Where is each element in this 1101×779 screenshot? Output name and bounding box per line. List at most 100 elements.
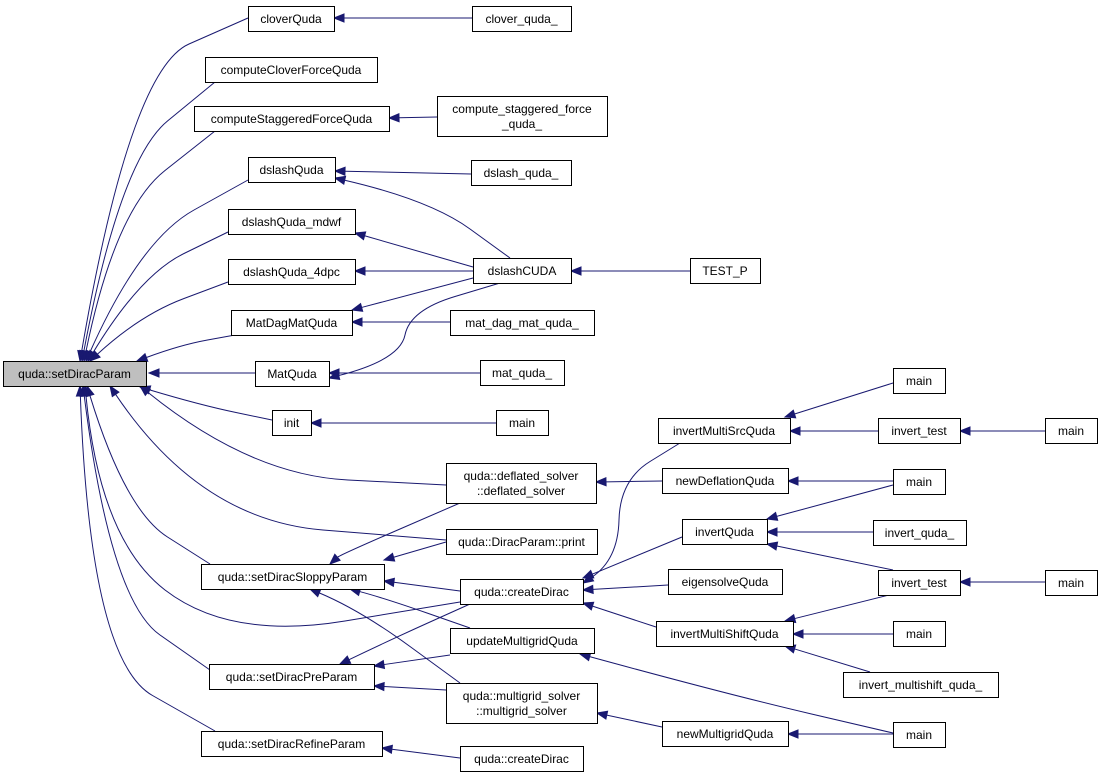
graph-node-compute-staggered-force-quda[interactable]: compute_staggered_force_quda_ [437, 96, 608, 137]
edge-line [794, 593, 894, 620]
graph-node-main-c[interactable]: main [893, 621, 946, 647]
graph-node-deflated-solver[interactable]: quda::deflated_solver::deflated_solver [446, 463, 597, 504]
graph-node-updatemultigridquda[interactable]: updateMultigridQuda [450, 628, 595, 654]
graph-node-invertmultishiftquda[interactable]: invertMultiShiftQuda [656, 621, 794, 647]
call-edge [958, 426, 1045, 436]
graph-node-invert-test-a[interactable]: invert_test [878, 418, 961, 444]
call-edge [328, 502, 461, 565]
arrowhead-icon [765, 527, 778, 537]
call-edge [85, 384, 211, 565]
call-edge [382, 541, 447, 562]
node-label: mat_quda_ [492, 366, 552, 380]
node-label: main [906, 627, 932, 641]
graph-node-dslashquda-mdwf[interactable]: dslashQuda_mdwf [228, 209, 356, 235]
edge-line [391, 748, 461, 759]
arrowhead-icon [765, 541, 779, 551]
graph-node-multigrid-solver[interactable]: quda::multigrid_solver::multigrid_solver [446, 683, 598, 724]
call-edge [109, 384, 447, 541]
graph-node-setdiracsloppyparam[interactable]: quda::setDiracSloppyParam [201, 564, 385, 590]
call-edge [958, 577, 1045, 587]
edge-line [776, 484, 894, 517]
node-box [194, 106, 390, 132]
node-label: dslash_quda_ [484, 166, 559, 180]
edge-line [348, 603, 471, 661]
node-box [873, 520, 967, 546]
graph-node-dslash-quda[interactable]: dslash_quda_ [471, 160, 572, 186]
node-label: quda::deflated_solver [464, 469, 579, 483]
graph-node-main-f[interactable]: main [893, 722, 946, 748]
graph-node-invertmultisrcquda[interactable]: invertMultiSrcQuda [658, 418, 791, 444]
arrowhead-icon [333, 166, 346, 176]
arrowhead-icon [380, 744, 393, 754]
graph-node-newdeflationquda[interactable]: newDeflationQuda [662, 468, 789, 494]
graph-node-main-init[interactable]: main [496, 410, 549, 436]
node-label: computeCloverForceQuda [221, 63, 362, 77]
graph-node-main-b[interactable]: main [893, 469, 946, 495]
graph-node-invert-multishift-quda[interactable]: invert_multishift_quda_ [843, 672, 999, 698]
graph-node-init[interactable]: init [272, 410, 312, 436]
graph-node-cloverquda[interactable]: cloverQuda [248, 6, 335, 32]
edge-line [81, 17, 249, 352]
call-edge [333, 166, 472, 176]
graph-node-dslashquda[interactable]: dslashQuda [248, 157, 336, 183]
graph-node-mat-quda[interactable]: mat_quda_ [480, 360, 565, 386]
arrowhead-icon [332, 13, 345, 23]
node-box [446, 463, 597, 504]
node-box [201, 731, 383, 757]
edge-line [146, 334, 236, 358]
node-label: quda::DiracParam::print [458, 535, 585, 549]
graph-node-eigensolvequda[interactable]: eigensolveQuda [668, 569, 783, 595]
call-edge [387, 113, 438, 123]
node-label: main [509, 416, 535, 430]
graph-node-computestaggeredforcequda[interactable]: computeStaggeredForceQuda [194, 106, 390, 132]
graph-node-computecloverforcequda[interactable]: computeCloverForceQuda [205, 57, 378, 83]
arrowhead-icon [135, 352, 149, 362]
edge-line [393, 581, 461, 592]
arrowhead-icon [791, 629, 804, 639]
node-box [209, 664, 375, 690]
call-edge [783, 644, 871, 673]
node-box [231, 310, 353, 336]
graph-node-setdiracpreparam[interactable]: quda::setDiracPreParam [209, 664, 375, 690]
graph-node-dslashquda-4dpc[interactable]: dslashQuda_4dpc [228, 259, 356, 285]
graph-node-matquda[interactable]: MatQuda [255, 361, 330, 387]
edge-line [83, 81, 216, 352]
graph-node-invertquda[interactable]: invertQuda [682, 519, 768, 545]
graph-node-main-d[interactable]: main [1045, 418, 1098, 444]
graph-node-mat-dag-mat-quda[interactable]: mat_dag_mat_quda_ [450, 310, 595, 336]
node-label: main [906, 475, 932, 489]
graph-node-createdirac[interactable]: quda::createDirac [460, 579, 584, 605]
call-edge [765, 484, 894, 521]
graph-node-invert-quda[interactable]: invert_quda_ [873, 520, 967, 546]
graph-node-setdiracparam[interactable]: quda::setDiracParam [3, 361, 147, 387]
node-box [878, 570, 961, 596]
edge-line [361, 277, 474, 308]
arrowhead-icon [138, 385, 152, 397]
call-edge [353, 231, 474, 268]
graph-node-main-e[interactable]: main [1045, 570, 1098, 596]
node-label: updateMultigridQuda [466, 634, 578, 648]
graph-node-createdirac2[interactable]: quda::createDirac [460, 746, 584, 772]
graph-node-newmultigridquda[interactable]: newMultigridQuda [662, 721, 789, 747]
edge-line [589, 656, 894, 734]
graph-node-clover-quda[interactable]: clover_quda_ [472, 6, 572, 32]
arrowhead-icon [372, 659, 386, 670]
node-box [437, 96, 608, 137]
call-edge [87, 231, 229, 363]
node-box [662, 721, 789, 747]
node-box [255, 361, 330, 387]
arrowhead-icon [387, 113, 400, 123]
graph-node-test-p[interactable]: TEST_P [690, 258, 761, 284]
node-label: invert_test [891, 576, 947, 590]
graph-node-setdiracrefineparam[interactable]: quda::setDiracRefineParam [201, 731, 383, 757]
node-label: ::multigrid_solver [476, 704, 567, 718]
graph-node-diracparam-print[interactable]: quda::DiracParam::print [446, 529, 598, 555]
graph-node-dslashcuda[interactable]: dslashCUDA [473, 258, 572, 284]
edge-line [398, 116, 438, 119]
call-edge [765, 541, 894, 571]
graph-node-matdagmatquda[interactable]: MatDagMatQuda [231, 310, 353, 336]
node-label: clover_quda_ [485, 12, 557, 26]
graph-node-invert-test-b[interactable]: invert_test [878, 570, 961, 596]
graph-node-main-a[interactable]: main [893, 368, 946, 394]
arrowhead-icon [109, 384, 120, 398]
